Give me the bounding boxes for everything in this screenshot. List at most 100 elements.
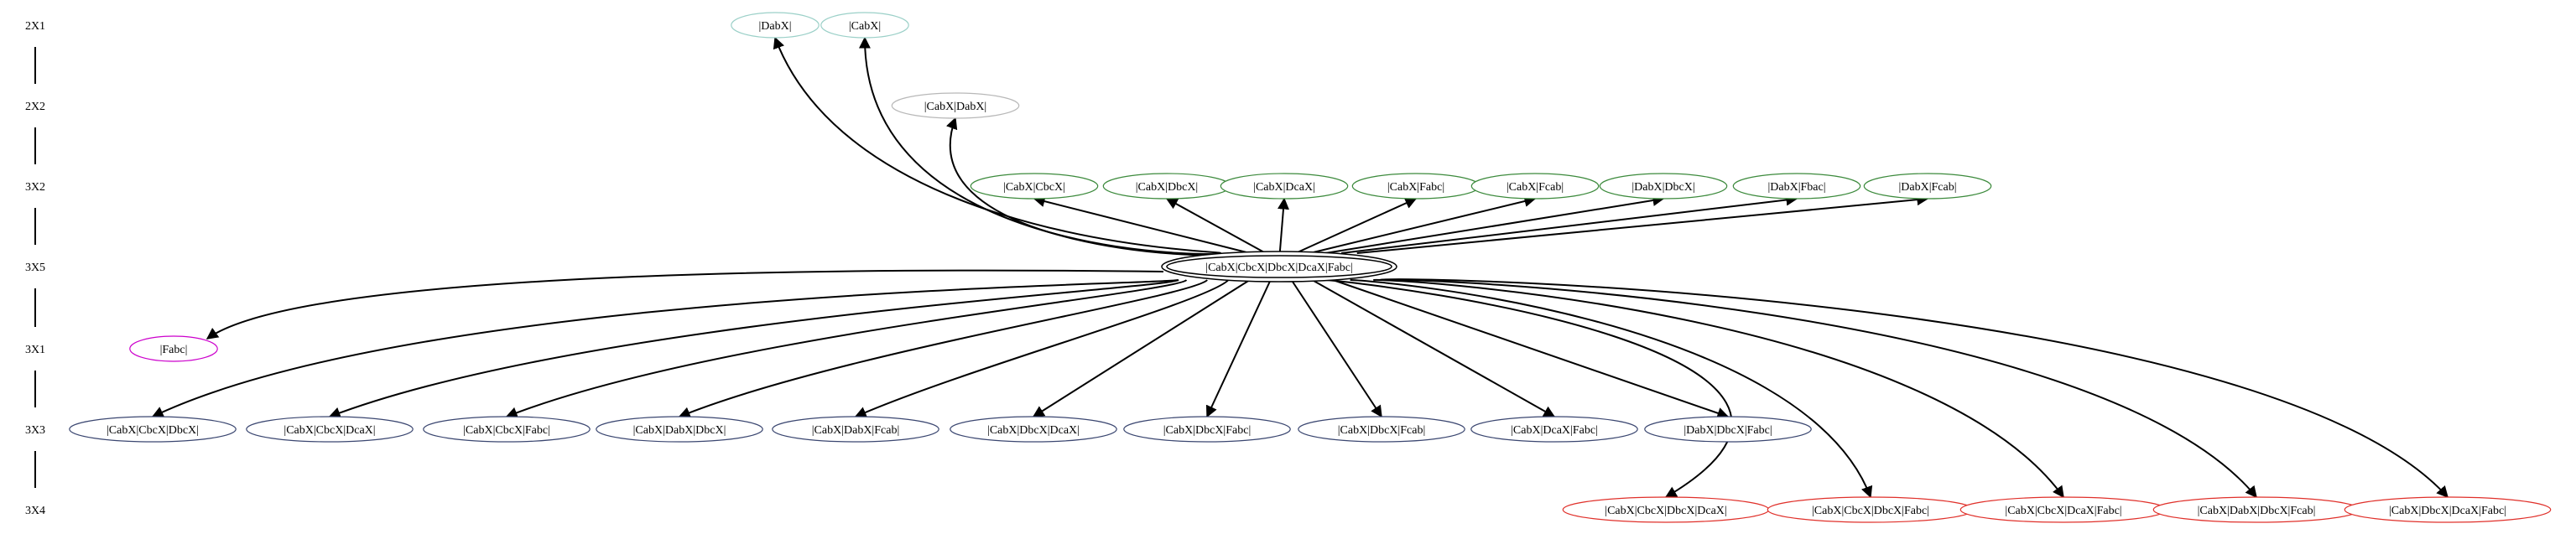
node-label: |DabX|Fbac|: [1767, 181, 1825, 194]
edge-to-n23: [1325, 279, 1733, 498]
node-ellipse: [596, 416, 763, 443]
node[interactable]: |DabX|DbcX|: [1599, 173, 1728, 200]
node[interactable]: |CabX|DbcX|: [1102, 173, 1231, 200]
node[interactable]: |CabX|Fcab|: [1470, 173, 1600, 200]
edge-to-n19: [1205, 279, 1272, 418]
node-label: |CabX|DabX|Fcab|: [812, 424, 900, 437]
node-ellipse: [1470, 173, 1600, 200]
level-axis: 2X1 2X2 3X2 3X5 3X1 3X3 3X4: [25, 20, 45, 517]
node-label: |CabX|DabX|DbcX|Fcab|: [2198, 505, 2316, 517]
center-node-inner-ellipse: [1166, 255, 1392, 278]
edge-to-n21: [1311, 279, 1556, 417]
node-label: |CabX|DcaX|Fabc|: [1511, 424, 1598, 437]
node[interactable]: |CabX|DcaX|Fabc|: [1470, 416, 1638, 443]
node[interactable]: |CabX|DabX|Fcab|: [772, 416, 939, 443]
node-ellipse: [772, 416, 939, 443]
edge-to-n11: [1356, 194, 1929, 254]
node-label: |CabX|DbcX|DcaX|: [987, 424, 1080, 437]
center-node[interactable]: |CabX|CbcX|DbcX|DcaX|Fabc|: [1161, 251, 1397, 283]
edge-to-n17: [854, 279, 1230, 418]
node-ellipse: [970, 173, 1099, 200]
node-ellipse: [731, 12, 820, 39]
node-ellipse: [423, 416, 591, 443]
edge-to-n10: [1340, 194, 1798, 254]
node-ellipse: [891, 92, 1020, 119]
node-label: |CabX|DbcX|Fcab|: [1338, 424, 1426, 437]
level-label-2x1: 2X1: [25, 20, 45, 33]
edge-to-n13: [151, 279, 1179, 417]
node[interactable]: |CabX|CbcX|DbcX|: [69, 416, 237, 443]
node[interactable]: |Fabc|: [129, 335, 218, 362]
node-ellipse: [1599, 173, 1728, 200]
center-node-label: |CabX|CbcX|DbcX|DcaX|Fabc|: [1205, 262, 1352, 274]
node[interactable]: |DabX|Fcab|: [1863, 173, 1992, 200]
edge-to-n1: [773, 36, 1221, 254]
node-label: |Fabc|: [160, 344, 188, 356]
node-label: |CabX|DbcX|Fabc|: [1163, 424, 1252, 437]
node[interactable]: |DabX|Fbac|: [1732, 173, 1861, 200]
node-ellipse: [1123, 416, 1291, 443]
node[interactable]: |CabX|CbcX|DcaX|: [246, 416, 414, 443]
level-label-3x3: 3X3: [25, 424, 45, 437]
level-label-3x1: 3X1: [25, 344, 45, 356]
node-ellipse: [950, 416, 1117, 443]
edge-to-n5: [1165, 198, 1267, 254]
node[interactable]: |CabX|CbcX|DbcX|Fabc|: [1767, 496, 1975, 523]
nodes: |DabX| |CabX| |CabX|DabX| |CabX|CbcX| |CabX|…: [69, 12, 2552, 523]
edge-to-n20: [1290, 279, 1382, 418]
node[interactable]: |CabX|CbcX|DcaX|Fabc|: [1959, 496, 2167, 523]
node[interactable]: |CabX|DbcX|DcaX|: [950, 416, 1117, 443]
node-label: |CabX|CbcX|DbcX|: [107, 424, 199, 437]
node-label: |CabX|CbcX|: [1003, 181, 1065, 194]
node[interactable]: |CabX|DbcX|Fabc|: [1123, 416, 1291, 443]
edge-to-n6: [1278, 197, 1289, 254]
edge-to-n7: [1295, 197, 1418, 254]
node-label: |CabX|Fcab|: [1507, 181, 1564, 194]
node-label: |CabX|Fabc|: [1387, 181, 1444, 194]
node-label: |CabX|CbcX|DcaX|Fabc|: [2005, 505, 2121, 517]
edge-to-n27: [1379, 278, 2449, 499]
edge-to-n18: [1032, 279, 1251, 417]
edge-to-n14: [328, 279, 1179, 419]
edge-to-n24: [1350, 279, 1873, 499]
edge-to-n4: [1033, 195, 1251, 254]
node-label: |CabX|CbcX|DcaX|: [284, 424, 375, 437]
node[interactable]: |CabX|DabX|DbcX|: [596, 416, 763, 443]
node-label: |CabX|DbcX|DcaX|Fabc|: [2389, 505, 2506, 517]
node-ellipse: [69, 416, 237, 443]
node-ellipse: [2344, 496, 2552, 523]
node[interactable]: |CabX|DabX|: [891, 92, 1020, 119]
node[interactable]: |CabX|DabX|DbcX|Fcab|: [2152, 496, 2360, 523]
node-label: |DabX|DbcX|: [1631, 181, 1694, 194]
node-ellipse: [129, 335, 218, 362]
edge-to-n26: [1379, 278, 2257, 499]
node[interactable]: |CabX|CbcX|DbcX|DcaX|: [1562, 496, 1770, 523]
edge-to-n8: [1309, 195, 1537, 254]
node-label: |DabX|DbcX|Fabc|: [1684, 424, 1772, 437]
node-label: |CabX|DabX|DbcX|: [633, 424, 726, 437]
level-label-3x2: 3X2: [25, 181, 45, 194]
node[interactable]: |DabX|: [731, 12, 820, 39]
node[interactable]: |DabX|DbcX|Fabc|: [1644, 416, 1812, 443]
node[interactable]: |CabX|: [820, 12, 909, 39]
node-ellipse: [1863, 173, 1992, 200]
node-ellipse: [1298, 416, 1465, 443]
node-label: |CabX|DabX|: [924, 101, 987, 113]
node[interactable]: |CabX|CbcX|Fabc|: [423, 416, 591, 443]
node-ellipse: [1470, 416, 1638, 443]
edge-to-n25: [1373, 278, 2064, 499]
edge-to-n12: [206, 269, 1164, 340]
level-label-2x2: 2X2: [25, 101, 45, 113]
node[interactable]: |CabX|DbcX|DcaX|Fabc|: [2344, 496, 2552, 523]
level-label-3x4: 3X4: [25, 505, 45, 517]
node[interactable]: |CabX|DcaX|: [1220, 173, 1349, 200]
edge-to-n22: [1332, 279, 1730, 419]
node[interactable]: |CabX|Fabc|: [1351, 173, 1481, 200]
level-label-3x5: 3X5: [25, 262, 45, 274]
node-label: |DabX|: [758, 20, 791, 33]
node[interactable]: |CabX|CbcX|: [970, 173, 1099, 200]
node-ellipse: [246, 416, 414, 443]
node-label: |CabX|DcaX|: [1253, 181, 1315, 194]
node[interactable]: |CabX|DbcX|Fcab|: [1298, 416, 1465, 443]
